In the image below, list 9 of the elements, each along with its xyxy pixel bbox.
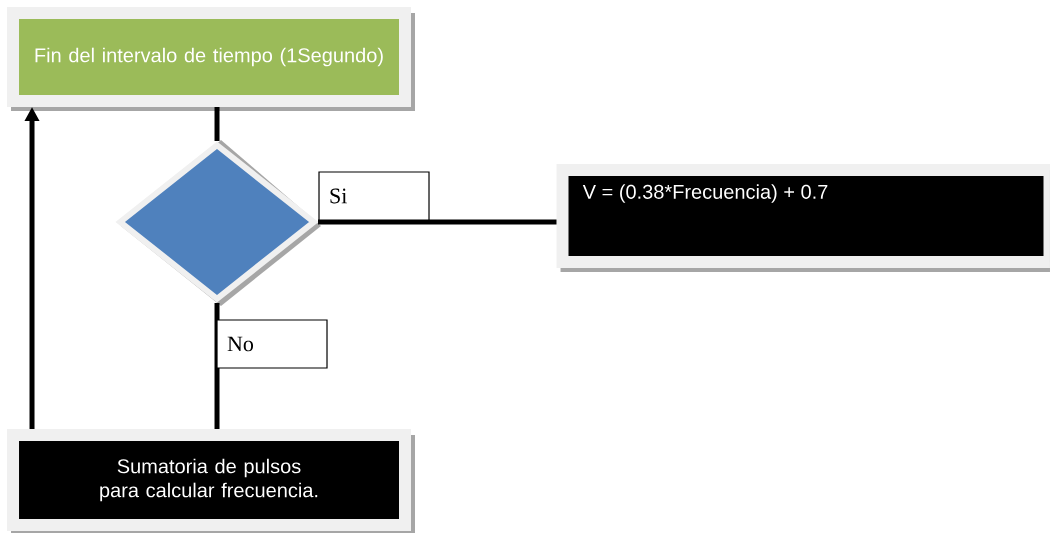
process-box: Sumatoria de pulsos para calcular frecuencia. — [7, 429, 415, 533]
process-box: Fin del intervalo de tiempo (1Segundo) — [7, 7, 415, 111]
connector-line — [214, 303, 220, 429]
decision-diamond — [115, 140, 321, 306]
edge-label: Si — [318, 171, 430, 221]
connector-line — [318, 219, 557, 225]
connector-line — [214, 107, 220, 141]
edge-label: No — [216, 319, 328, 369]
process-box: V = (0.38*Frecuencia) + 0.7 — [556, 164, 1050, 272]
